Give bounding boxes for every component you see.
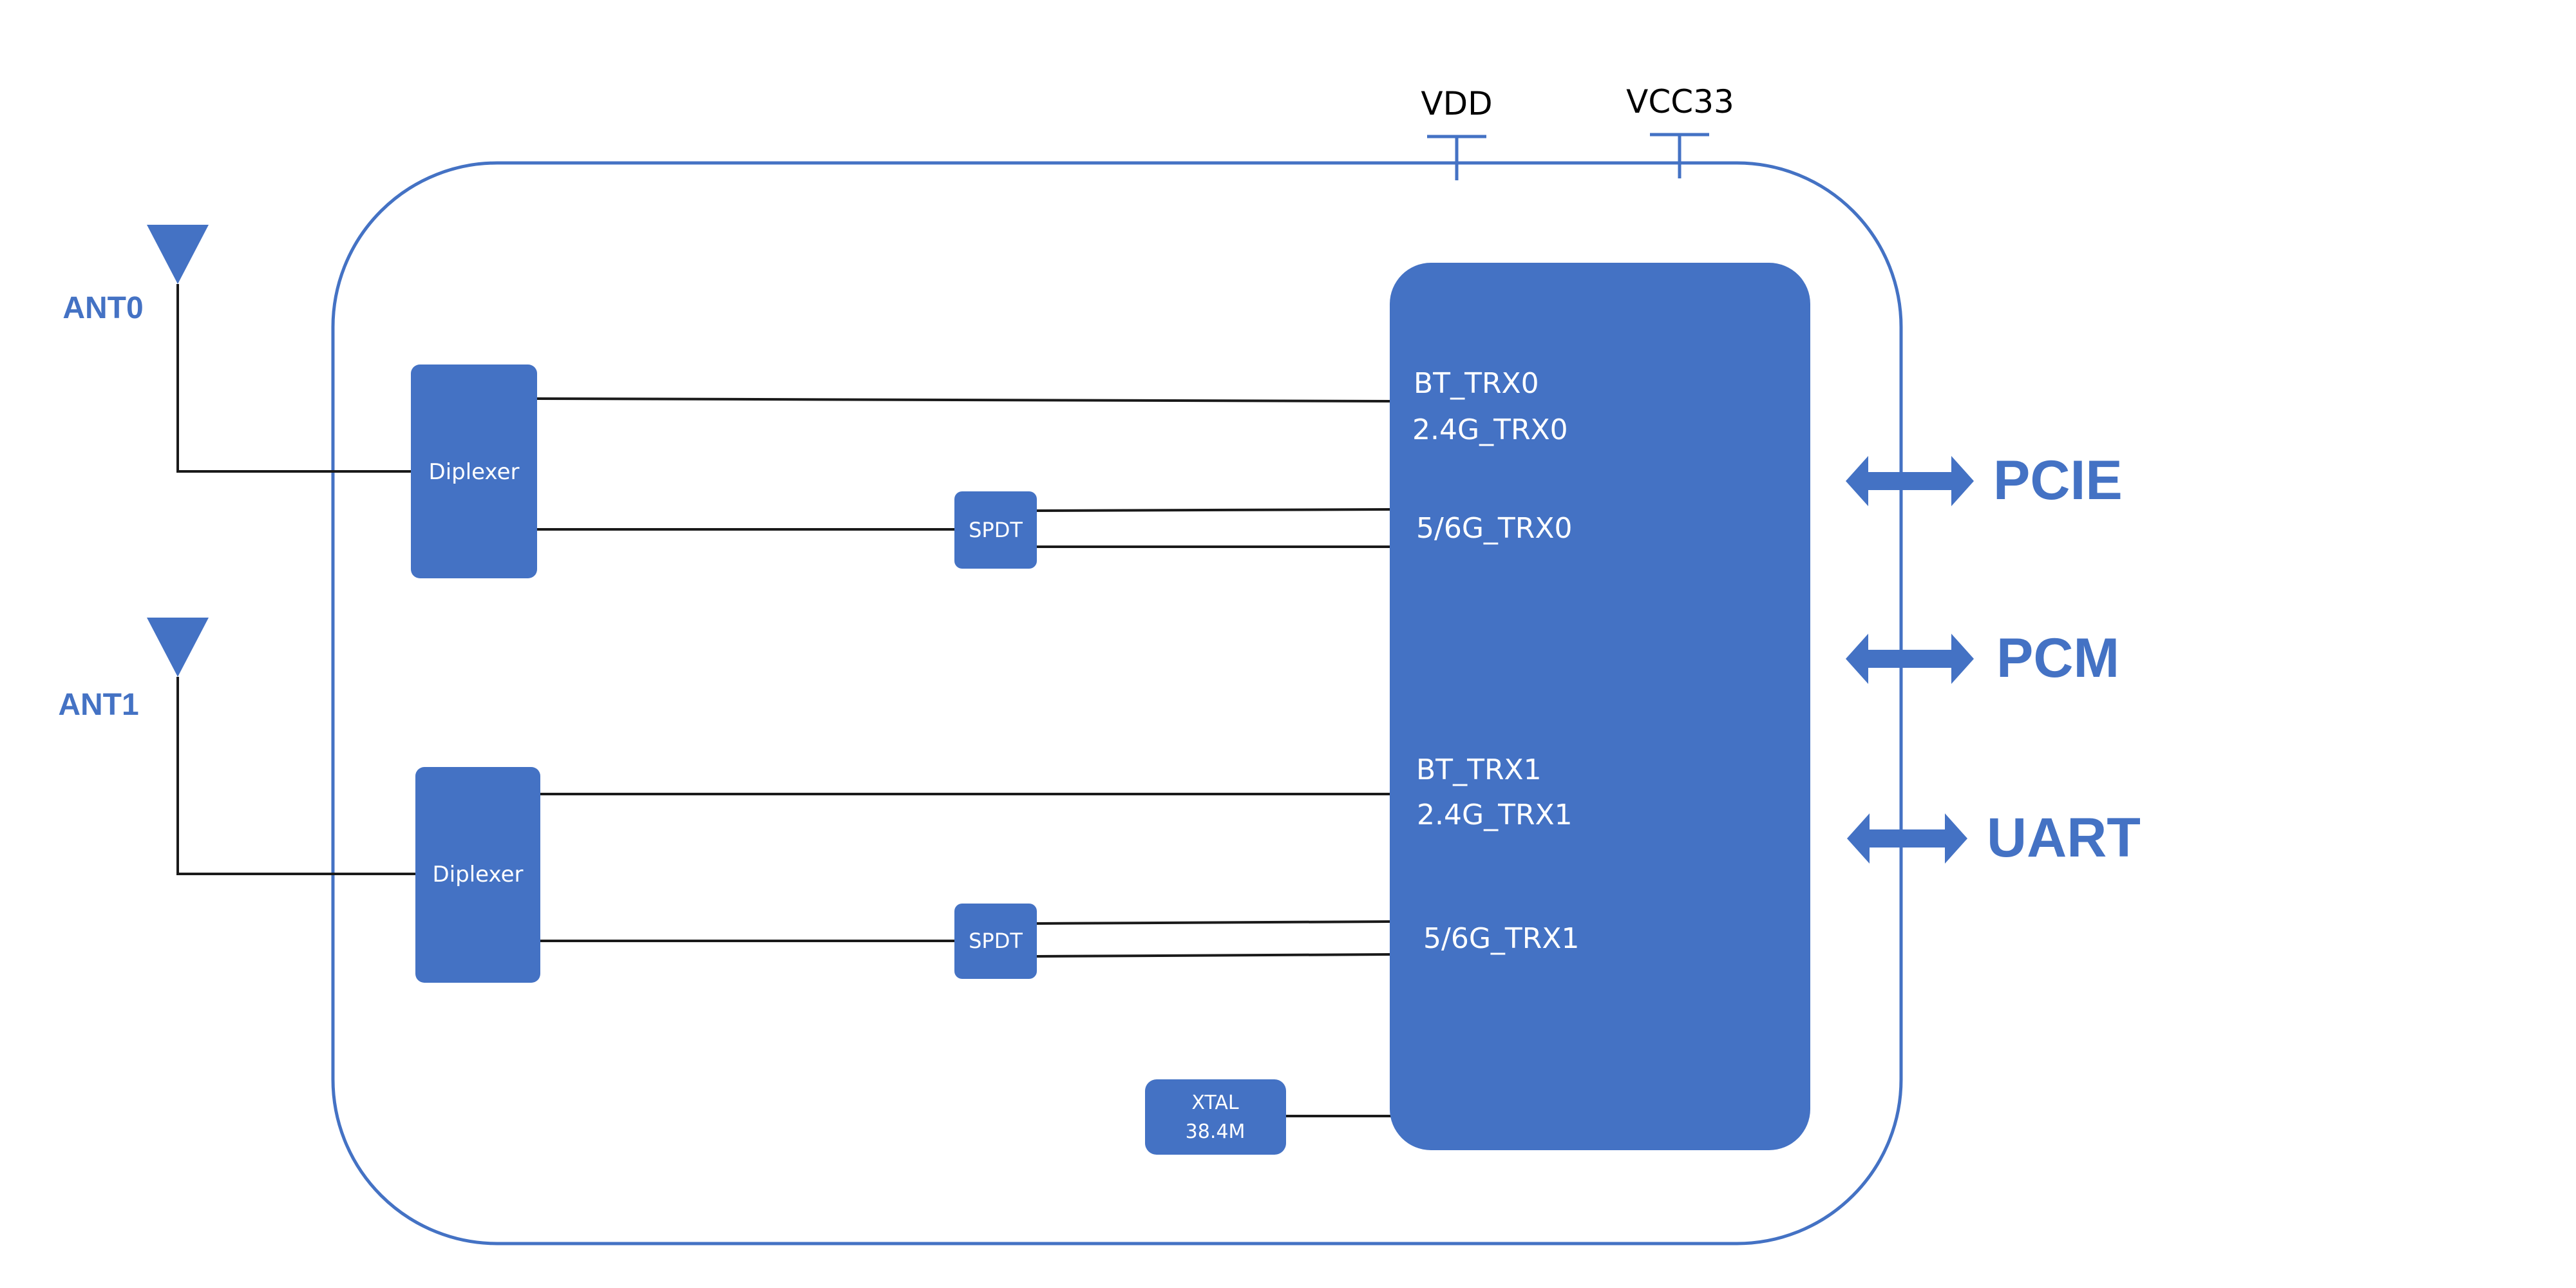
chip-box [1390,263,1810,1150]
diplexer-1-label: Diplexer [433,862,524,887]
pin-56g-trx0: 5/6G_TRX0 [1416,512,1573,545]
diplexer-0-label: Diplexer [429,459,520,485]
wire-spdt0-a [1036,508,1390,512]
spdt-1: SPDT [954,904,1037,979]
interface-pcm: PCM [1846,627,2119,689]
module-outline [331,161,1903,1245]
wire-spdt1-a [1036,920,1390,925]
pcie-label: PCIE [1993,450,2123,511]
spdt-1-box [954,904,1037,979]
interface-uart: UART [1847,807,2141,869]
pcm-double-arrow-icon [1846,634,1974,684]
diplexer-0-box [411,365,537,578]
antenna-0-feed-wire [176,284,411,473]
spdt-0-label: SPDT [969,518,1023,542]
diplexer-0: Diplexer [411,365,537,578]
spdt-0-box [954,491,1037,569]
interface-pcie: PCIE [1846,450,2123,511]
power-rail-vdd: VDD [1421,85,1493,180]
antenna-icon [147,225,209,284]
wire-diplexer0-bt-trx0 [536,397,1390,402]
pcm-label: PCM [1996,627,2119,689]
antenna-0: ANT0 [62,225,411,473]
vcc33-label: VCC33 [1626,83,1734,120]
antenna-1-feed-wire [176,677,415,875]
spdt-0: SPDT [954,491,1037,569]
antenna-icon [147,618,209,677]
pin-24g-trx0: 2.4G_TRX0 [1412,413,1568,446]
wifi-bt-chip: BT_TRX0 2.4G_TRX0 5/6G_TRX0 BT_TRX1 2.4G… [1390,263,1810,1150]
crystal: XTAL 38.4M [1145,1079,1286,1155]
xtal-label: XTAL [1191,1092,1239,1114]
pin-56g-trx1: 5/6G_TRX1 [1423,922,1580,955]
ant1-label: ANT1 [58,688,138,722]
pin-bt-trx0: BT_TRX0 [1414,367,1539,400]
xtal-box [1145,1079,1286,1155]
uart-double-arrow-icon [1847,813,1967,864]
ant0-label: ANT0 [62,291,143,325]
diplexer-1: Diplexer [415,767,540,983]
pcie-double-arrow-icon [1846,456,1974,506]
uart-label: UART [1987,807,2141,869]
vdd-label: VDD [1421,85,1492,122]
xtal-frequency: 38.4M [1186,1121,1245,1143]
pin-bt-trx1: BT_TRX1 [1416,753,1542,786]
antenna-1: ANT1 [58,618,415,875]
spdt-1-label: SPDT [969,929,1023,953]
wire-spdt1-b [1036,953,1390,958]
diplexer-1-box [415,767,540,983]
power-rail-vcc33: VCC33 [1626,83,1734,178]
pin-24g-trx1: 2.4G_TRX1 [1417,799,1573,831]
